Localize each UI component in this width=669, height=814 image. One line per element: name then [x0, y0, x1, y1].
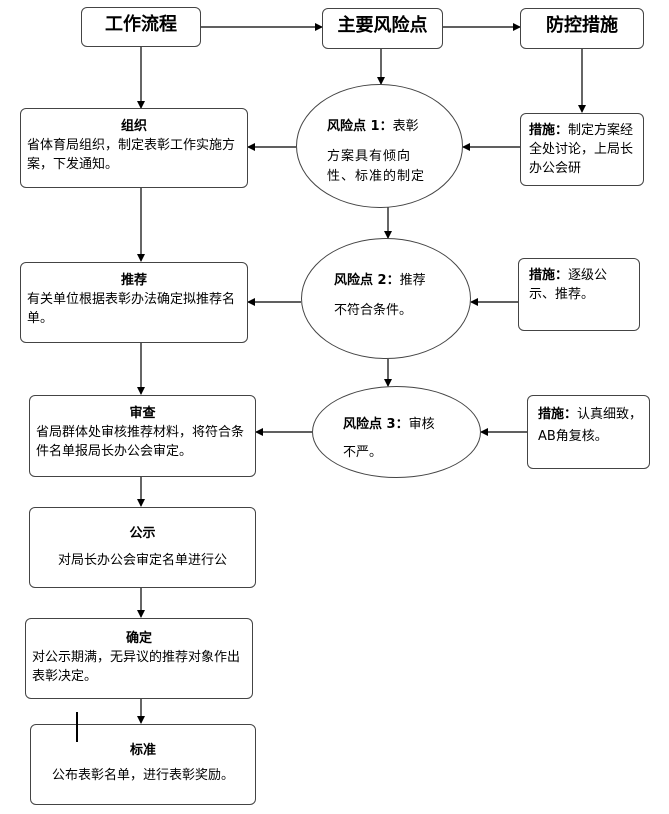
step-text: 有关单位根据表彰办法确定拟推荐名单。 [27, 292, 236, 326]
risk-text-a: 审核 [408, 417, 435, 432]
risk-point-1: 风险点 1：表彰 方案具有倾向性、标准的制定 [296, 84, 463, 208]
measure-3: 措施：认真细致，AB角复核。 [527, 395, 650, 469]
risk-text-b: 不符合条件。 [334, 303, 413, 318]
step-confirm: 确定 对公示期满，无异议的推荐对象作出表彰决定。 [25, 618, 253, 699]
step-title: 确定 [125, 631, 152, 646]
risk-point-2: 风险点 2：推荐 不符合条件。 [301, 238, 471, 359]
header-risks: 主要风险点 [322, 8, 443, 49]
step-title: 审查 [129, 406, 156, 421]
risk-label: 风险点 1： [327, 119, 393, 134]
risk-text-b: 方案具有倾向性、标准的制定 [327, 149, 426, 184]
step-organize: 组织 省体育局组织，制定表彰工作实施方案，下发通知。 [20, 108, 248, 188]
measure-2: 措施：逐级公示、推荐。 [518, 258, 640, 331]
vertical-tick-mark [76, 712, 78, 742]
step-publicize: 公示 对局长办公会审定名单进行公 [29, 507, 256, 588]
measure-text: 认真细致，AB角复核。 [538, 407, 643, 444]
step-title: 公示 [129, 526, 156, 541]
risk-label: 风险点 3： [343, 417, 409, 432]
step-text: 省体育局组织，制定表彰工作实施方案，下发通知。 [27, 138, 236, 172]
step-text: 对公示期满，无异议的推荐对象作出表彰决定。 [32, 650, 241, 684]
step-recommend: 推荐 有关单位根据表彰办法确定拟推荐名单。 [20, 262, 248, 343]
risk-point-3: 风险点 3：审核 不严。 [312, 386, 481, 478]
measure-label: 措施： [529, 123, 569, 138]
risk-text-a: 推荐 [399, 273, 426, 288]
risk-text-b: 不严。 [343, 445, 383, 460]
measure-1: 措施：制定方案经全处讨论，上局长办公会研 [520, 113, 644, 186]
step-title: 推荐 [120, 273, 147, 288]
measure-text: 制定方案经全处讨论，上局长办公会研 [529, 123, 634, 176]
step-title: 组织 [120, 119, 147, 134]
step-text: 省局群体处审核推荐材料，将符合条件名单报局长办公会审定。 [36, 425, 245, 459]
risk-label: 风险点 2： [334, 273, 400, 288]
measure-label: 措施： [529, 268, 569, 283]
step-text: 对局长办公会审定名单进行公 [57, 553, 227, 568]
header-workflow: 工作流程 [81, 7, 201, 47]
measure-text: 逐级公示、推荐。 [529, 268, 608, 302]
risk-text-a: 表彰 [392, 119, 419, 134]
header-measures: 防控措施 [520, 8, 644, 49]
step-text: 公布表彰名单，进行表彰奖励。 [51, 768, 234, 783]
step-title: 标准 [129, 743, 156, 758]
measure-label: 措施： [538, 407, 578, 422]
step-review: 审查 省局群体处审核推荐材料，将符合条件名单报局长办公会审定。 [29, 395, 256, 477]
step-standard: 标准 公布表彰名单，进行表彰奖励。 [30, 724, 256, 805]
